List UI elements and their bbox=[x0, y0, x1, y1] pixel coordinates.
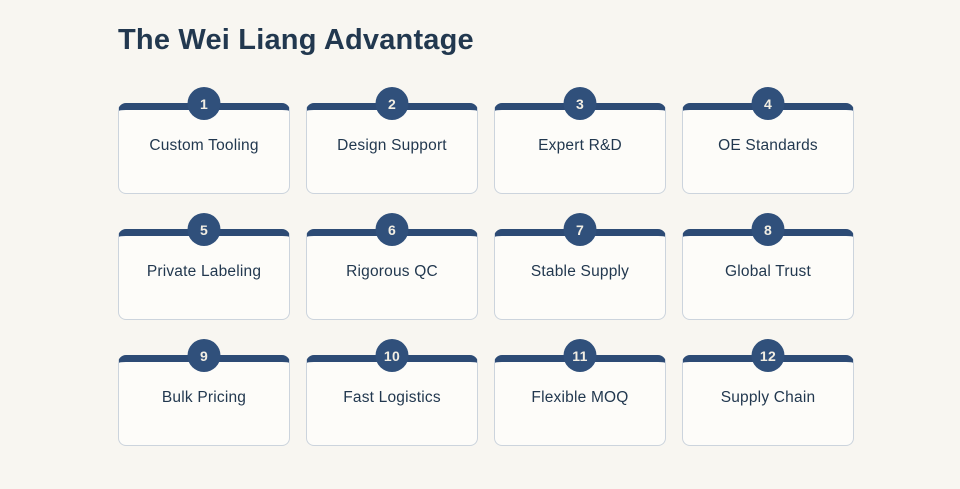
advantage-card: 6 Rigorous QC bbox=[306, 213, 478, 320]
number-badge: 5 bbox=[187, 213, 221, 246]
badge-number: 1 bbox=[199, 95, 209, 112]
badge-number: 6 bbox=[387, 221, 397, 238]
advantage-card: 9 Bulk Pricing bbox=[118, 339, 290, 446]
advantage-card: 3 Expert R&D bbox=[494, 87, 666, 194]
badge-number: 9 bbox=[199, 347, 209, 364]
advantage-card: 8 Global Trust bbox=[682, 213, 854, 320]
card-label: Stable Supply bbox=[530, 263, 630, 280]
number-badge: 8 bbox=[751, 213, 785, 246]
badge-number: 7 bbox=[575, 221, 585, 238]
number-badge: 1 bbox=[187, 87, 221, 120]
number-badge: 11 bbox=[563, 339, 597, 372]
number-badge: 12 bbox=[751, 339, 785, 372]
number-badge: 2 bbox=[375, 87, 409, 120]
number-badge: 3 bbox=[563, 87, 597, 120]
card-label: Supply Chain bbox=[720, 389, 816, 406]
badge-number: 10 bbox=[383, 347, 401, 364]
card-label: Fast Logistics bbox=[343, 389, 441, 406]
advantage-card: 12 Supply Chain bbox=[682, 339, 854, 446]
card-label: Private Labeling bbox=[146, 263, 262, 280]
card-label: OE Standards bbox=[718, 137, 818, 154]
number-badge: 9 bbox=[187, 339, 221, 372]
card-label: Rigorous QC bbox=[346, 263, 438, 280]
number-badge: 7 bbox=[563, 213, 597, 246]
advantage-card: 2 Design Support bbox=[306, 87, 478, 194]
advantage-card: 11 Flexible MOQ bbox=[494, 339, 666, 446]
badge-number: 11 bbox=[572, 347, 588, 364]
advantage-card: 7 Stable Supply bbox=[494, 213, 666, 320]
badge-number: 2 bbox=[387, 95, 397, 112]
badge-number: 3 bbox=[575, 95, 585, 112]
advantage-section: The Wei Liang Advantage 1 Custom Tooling… bbox=[118, 24, 854, 446]
advantage-card: 5 Private Labeling bbox=[118, 213, 290, 320]
advantage-grid: 1 Custom Tooling 2 Design Support 3 Expe… bbox=[118, 87, 854, 446]
number-badge: 4 bbox=[751, 87, 785, 120]
card-label: Expert R&D bbox=[538, 137, 622, 154]
advantage-card: 4 OE Standards bbox=[682, 87, 854, 194]
advantage-card: 1 Custom Tooling bbox=[118, 87, 290, 194]
advantage-card: 10 Fast Logistics bbox=[306, 339, 478, 446]
badge-number: 5 bbox=[199, 221, 209, 238]
badge-number: 8 bbox=[763, 221, 773, 238]
page-title: The Wei Liang Advantage bbox=[118, 24, 474, 56]
badge-number: 4 bbox=[763, 95, 773, 112]
card-label: Bulk Pricing bbox=[161, 389, 247, 406]
card-label: Global Trust bbox=[725, 263, 811, 280]
card-label: Flexible MOQ bbox=[531, 389, 629, 406]
card-label: Design Support bbox=[337, 137, 447, 154]
number-badge: 10 bbox=[375, 339, 409, 372]
number-badge: 6 bbox=[375, 213, 409, 246]
badge-number: 12 bbox=[759, 347, 777, 364]
card-label: Custom Tooling bbox=[149, 137, 259, 154]
